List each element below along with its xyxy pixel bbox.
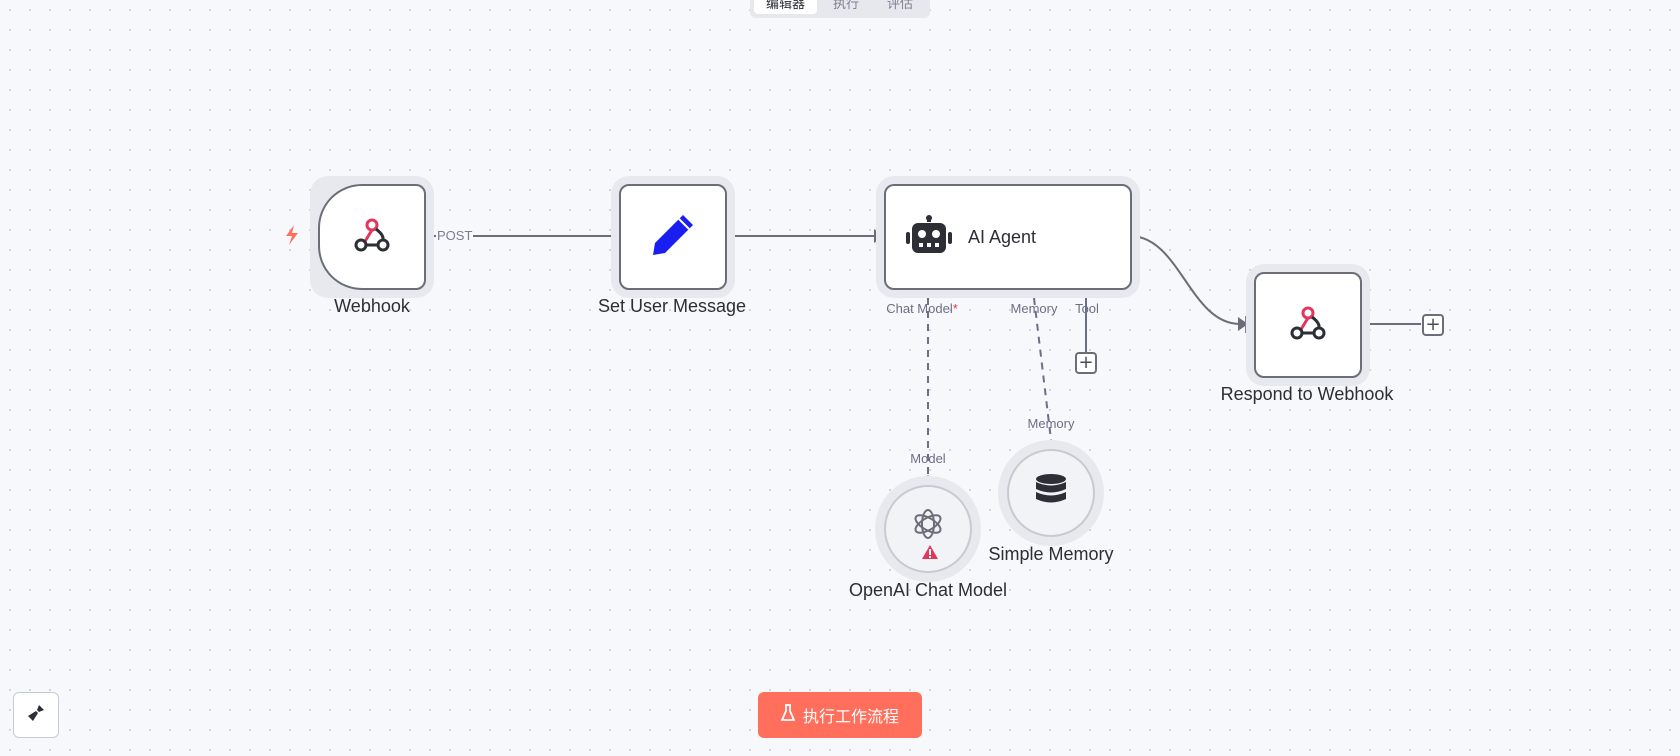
- respond-to-webhook-node[interactable]: [1246, 264, 1370, 386]
- simple-memory-node[interactable]: [998, 440, 1104, 546]
- set-user-message-node-body[interactable]: [619, 184, 727, 290]
- tab-editor[interactable]: 编辑器: [754, 0, 818, 14]
- openai-chat-model-node-body[interactable]: [884, 485, 972, 573]
- add-tool-button[interactable]: +: [1075, 352, 1097, 374]
- respond-to-webhook-label: Respond to Webhook: [1220, 384, 1394, 404]
- webhook-icon: [352, 217, 392, 258]
- execute-workflow-button[interactable]: 执行工作流程: [758, 692, 922, 738]
- connection-agent-respond[interactable]: [1129, 235, 1241, 325]
- edge-label-post: POST: [436, 228, 474, 243]
- warning-icon[interactable]: [921, 544, 939, 565]
- webhook-node[interactable]: [310, 176, 434, 298]
- set-user-message-node[interactable]: [611, 176, 735, 298]
- chat-model-port-label: Chat Model*: [886, 301, 958, 316]
- chat-model-port-text: Chat Model: [886, 301, 953, 316]
- webhook-label: Webhook: [334, 296, 410, 316]
- ai-agent-node-body[interactable]: AI Agent: [884, 184, 1132, 290]
- memory-input-label: Memory: [1027, 416, 1075, 431]
- tool-port-label: Tool: [1075, 301, 1099, 316]
- clean-canvas-button[interactable]: [13, 692, 59, 738]
- model-port-label: Model: [910, 451, 946, 466]
- ai-agent-node[interactable]: AI Agent: [876, 176, 1140, 298]
- openai-chat-model-node[interactable]: [875, 476, 981, 582]
- respond-to-webhook-node-body[interactable]: [1254, 272, 1362, 378]
- pencil-icon: [649, 211, 697, 264]
- required-marker: *: [952, 301, 958, 316]
- tab-evaluations[interactable]: 评估: [887, 0, 914, 11]
- view-tabs: 编辑器 执行 评估: [750, 0, 930, 18]
- webhook-icon: [1288, 305, 1328, 346]
- tab-executions[interactable]: 执行: [833, 0, 860, 11]
- database-icon: [1035, 473, 1067, 514]
- memory-port-label: Memory: [1010, 301, 1058, 316]
- add-node-button[interactable]: +: [1422, 314, 1444, 336]
- trigger-bolt-icon: [284, 224, 300, 251]
- simple-memory-node-body[interactable]: [1007, 449, 1095, 537]
- broom-icon: [26, 703, 46, 728]
- execute-workflow-label: 执行工作流程: [802, 709, 899, 726]
- set-user-message-label: Set User Message: [597, 296, 747, 316]
- robot-icon: [906, 214, 952, 260]
- openai-chat-model-label: OpenAI Chat Model: [848, 580, 1008, 600]
- openai-icon: [911, 507, 945, 546]
- ai-agent-title: AI Agent: [968, 226, 1037, 247]
- connection-memory[interactable]: [1033, 297, 1052, 441]
- simple-memory-label: Simple Memory: [988, 544, 1114, 564]
- flask-icon: [780, 703, 796, 727]
- webhook-node-body[interactable]: [318, 184, 426, 290]
